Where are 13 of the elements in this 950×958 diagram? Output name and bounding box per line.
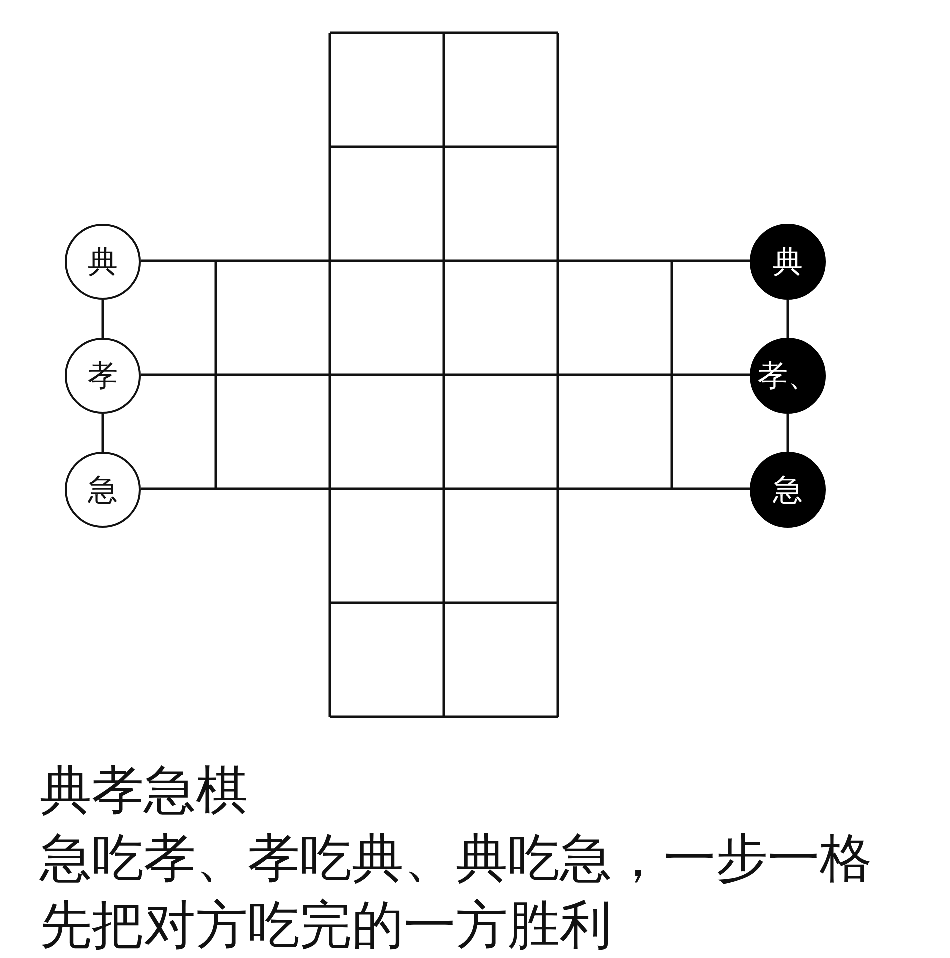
piece-character: 孝: [88, 358, 118, 396]
connector-line: [786, 300, 790, 338]
rule-text: 急吃孝、孝吃典、典吃急，一步一格: [40, 833, 872, 885]
rule-text: 先把对方吃完的一方胜利: [40, 900, 612, 952]
title: 典孝急棋: [40, 765, 248, 817]
connector-line: [102, 300, 104, 338]
piece-character: 急: [773, 472, 803, 510]
connector-line: [786, 414, 790, 452]
piece-character: 典: [88, 244, 118, 282]
piece-character: 典: [773, 244, 803, 282]
piece-character: 孝、: [758, 358, 818, 396]
piece-character: 急: [88, 472, 118, 510]
connector-line: [102, 414, 104, 452]
